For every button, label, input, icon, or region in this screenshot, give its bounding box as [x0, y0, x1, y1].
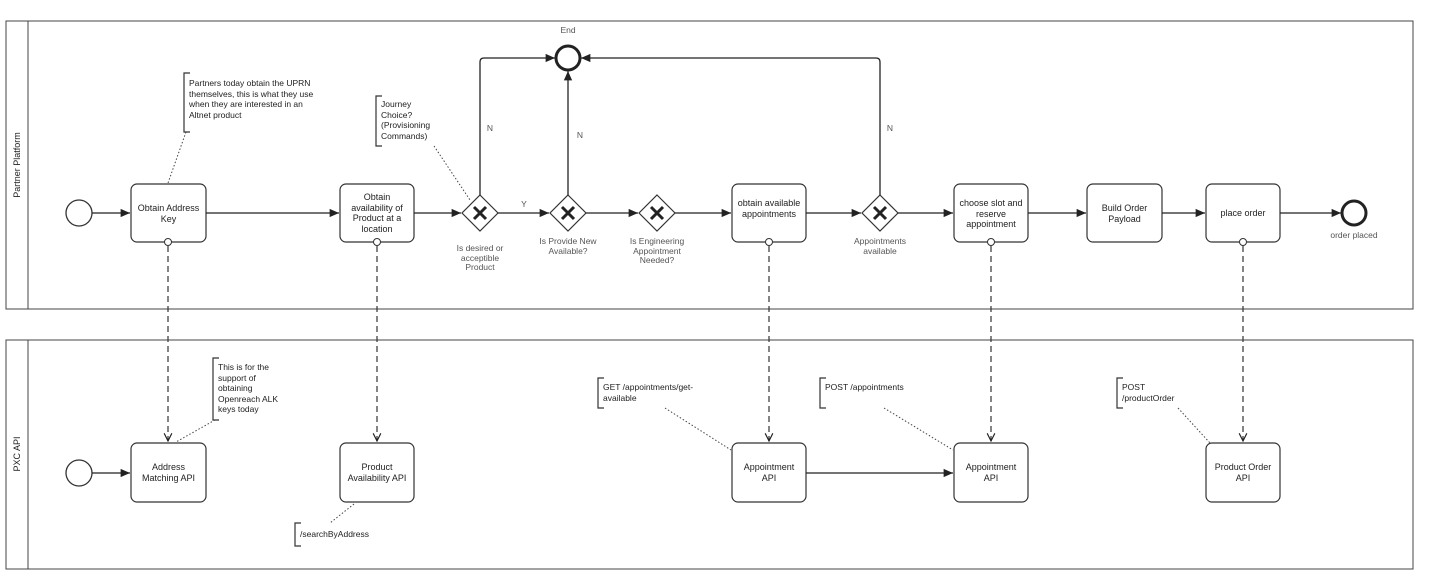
gateway-label-provide-new: Is Provide New Available? — [539, 236, 597, 256]
annotation-post-product-order: POST /productOrder — [1122, 382, 1175, 403]
gateway-label-appointments-available: Appointments available — [854, 236, 906, 256]
lane-title-pxc-api: PXC API — [12, 436, 22, 472]
flow-label-no-1: N — [486, 123, 494, 133]
task-product-order-api[interactable] — [1205, 442, 1281, 503]
task-label-choose-slot: choose slot and reserve appointment — [959, 198, 1023, 229]
task-appointment-api-post[interactable] — [953, 442, 1029, 503]
end-event-label: End — [560, 25, 576, 35]
task-label-obtain-appointments: obtain available appointments — [737, 198, 801, 219]
annotation-get-appointments: GET /appointments/get-available — [603, 382, 694, 403]
task-label-appointment-api-get: Appointment API — [743, 462, 795, 483]
gateway-appointments-available[interactable] — [861, 194, 899, 232]
flow-label-no-2: N — [576, 130, 584, 140]
task-label-product-availability-api: Product Availability API — [347, 462, 407, 483]
order-placed-label: order placed — [1330, 230, 1378, 240]
annotation-post-appointments: POST /appointments — [825, 382, 904, 392]
gateway-label-engineering-appointment: Is Engineering Appointment Needed? — [629, 236, 685, 265]
end-event-order-placed[interactable] — [1340, 199, 1368, 227]
gateway-engineering-appointment[interactable] — [638, 194, 676, 232]
end-event-top[interactable] — [554, 44, 582, 72]
annotation-associations — [167, 131, 1211, 524]
flow-label-no-3: N — [886, 123, 894, 133]
annotation-alk: This is for the support of obtaining Ope… — [218, 362, 279, 414]
task-product-availability-api[interactable] — [339, 442, 415, 503]
task-label-product-order-api: Product Order API — [1214, 462, 1272, 483]
flow-label-yes: Y — [521, 199, 527, 209]
start-event-partner[interactable] — [65, 199, 93, 227]
task-label-build-payload: Build Order Payload — [1101, 203, 1148, 224]
gateway-desired-product[interactable] — [461, 194, 499, 232]
annotation-journey-choice: Journey Choice? (Provisioning Commands) — [381, 99, 431, 141]
annotation-brackets — [183, 72, 1123, 547]
gateway-provide-new[interactable] — [549, 194, 587, 232]
task-label-place-order: place order — [1220, 208, 1266, 218]
start-event-pxc[interactable] — [65, 459, 93, 487]
lane-title-partner-platform: Partner Platform — [12, 132, 22, 198]
gateway-label-desired-product: Is desired or acceptible Product — [456, 243, 504, 272]
task-label-obtain-availability: Obtain availability of Product at a loca… — [351, 192, 403, 234]
message-flows — [168, 246, 1243, 441]
task-label-appointment-api-post: Appointment API — [965, 462, 1017, 483]
task-label-obtain-address-key: Obtain Address Key — [137, 203, 200, 224]
message-flow-sources — [164, 238, 1247, 246]
task-label-address-matching-api: Address Matching API — [141, 462, 196, 483]
pool-partner-platform — [5, 20, 1414, 310]
annotation-uprn: Partners today obtain the UPRN themselve… — [189, 78, 314, 120]
sequence-flows — [92, 53, 1341, 478]
pool-pxc-api — [5, 339, 1414, 570]
annotation-search-by-address: /searchByAddress — [300, 529, 369, 539]
task-address-matching-api[interactable] — [130, 442, 207, 503]
